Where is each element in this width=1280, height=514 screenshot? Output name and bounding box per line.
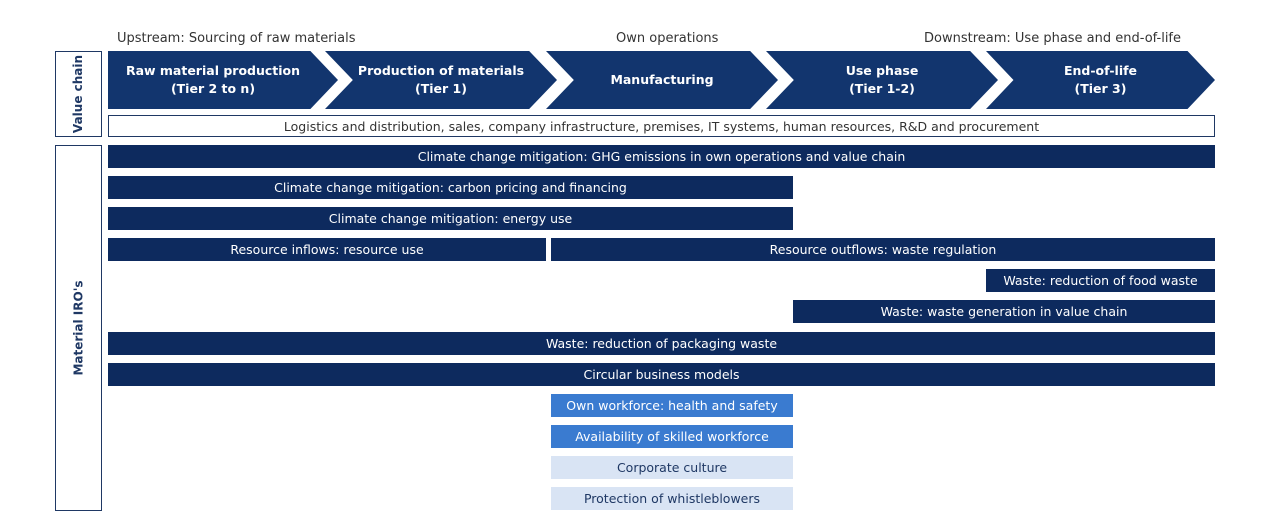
iro-skilled-workforce: Availability of skilled workforce (551, 425, 793, 448)
iro-carbon-pricing: Climate change mitigation: carbon pricin… (108, 176, 793, 199)
support-activities: Logistics and distribution, sales, compa… (108, 115, 1215, 137)
chevron-label: Use phase (Tier 1-2) (845, 62, 919, 96)
material-iros-label: Material IRO's (71, 280, 86, 376)
iro-waste-generation: Waste: waste generation in value chain (793, 300, 1215, 323)
chevron-production-of-materials: Production of materials (Tier 1) (325, 51, 557, 109)
chevron-manufacturing: Manufacturing (546, 51, 778, 109)
iro-food-waste: Waste: reduction of food waste (986, 269, 1215, 292)
own-operations-header: Own operations (616, 31, 719, 46)
iro-ghg-emissions: Climate change mitigation: GHG emissions… (108, 145, 1215, 168)
iro-resource-inflows: Resource inflows: resource use (108, 238, 546, 261)
iro-packaging-waste: Waste: reduction of packaging waste (108, 332, 1215, 355)
upstream-header: Upstream: Sourcing of raw materials (117, 31, 356, 46)
downstream-header: Downstream: Use phase and end-of-life (924, 31, 1182, 46)
iro-whistleblowers: Protection of whistleblowers (551, 487, 793, 510)
material-iros-label-box: Material IRO's (55, 145, 102, 511)
iro-circular-business-models: Circular business models (108, 363, 1215, 386)
iro-health-and-safety: Own workforce: health and safety (551, 394, 793, 417)
chevron-label: Production of materials (Tier 1) (357, 62, 525, 96)
chevron-raw-material-production: Raw material production (Tier 2 to n) (108, 51, 338, 109)
iro-energy-use: Climate change mitigation: energy use (108, 207, 793, 230)
chevron-use-phase: Use phase (Tier 1-2) (766, 51, 998, 109)
value-chain-label-box: Value chain (55, 51, 102, 137)
chevron-label: End-of-life (Tier 3) (1063, 62, 1138, 96)
chevron-label: Raw material production (Tier 2 to n) (125, 62, 301, 96)
iro-resource-outflows: Resource outflows: waste regulation (551, 238, 1215, 261)
chevron-end-of-life: End-of-life (Tier 3) (986, 51, 1215, 109)
value-chain-label: Value chain (71, 54, 86, 134)
iro-corporate-culture: Corporate culture (551, 456, 793, 479)
chevron-label: Manufacturing (610, 71, 714, 87)
